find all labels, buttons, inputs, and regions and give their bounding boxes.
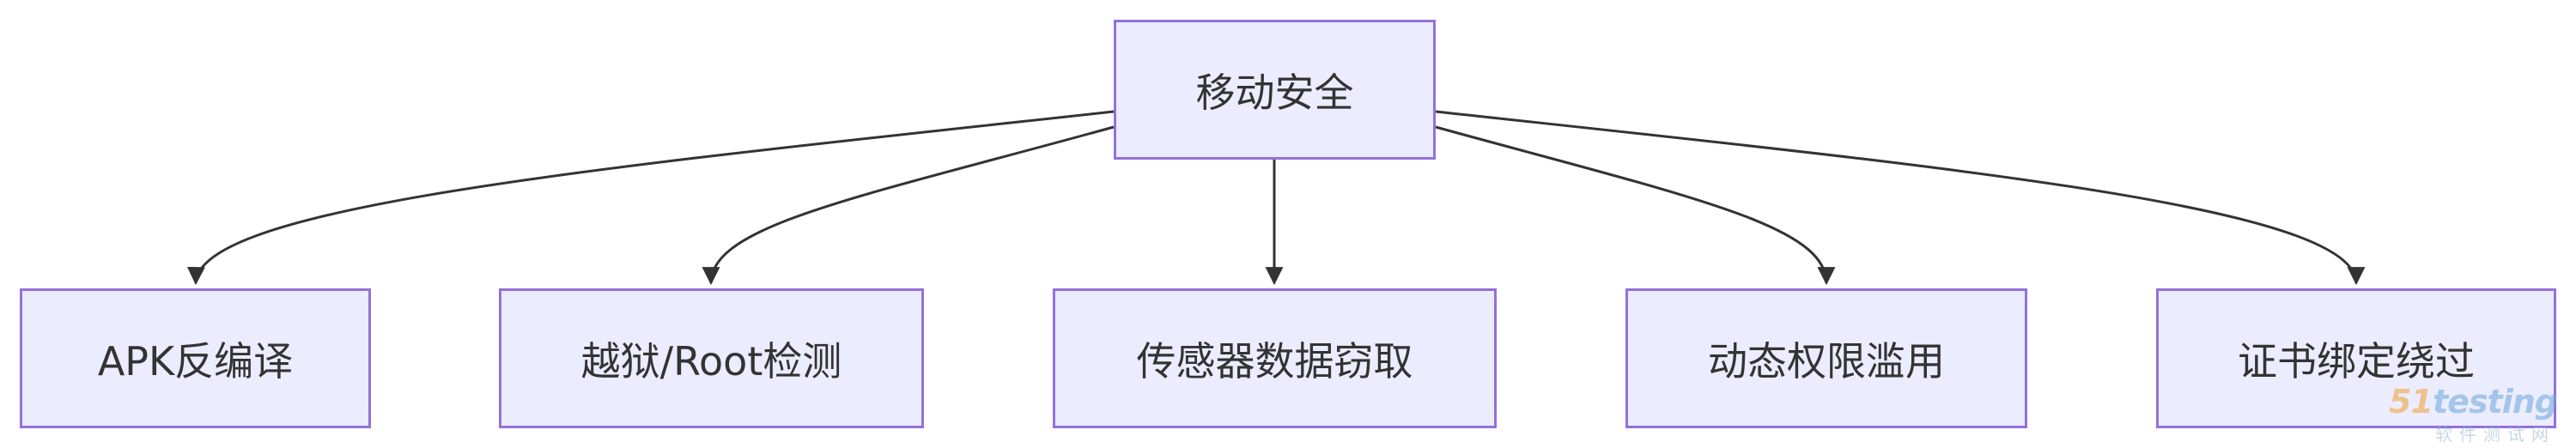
node-dynamic-permission-abuse: 动态权限滥用	[1625, 288, 2027, 428]
node-label: 移动安全	[1195, 69, 1354, 116]
node-jailbreak-root-detection: 越狱/Root检测	[499, 288, 924, 428]
node-apk-decompile: APK反编译	[20, 288, 371, 428]
node-label: 证书绑定绕过	[2238, 337, 2475, 384]
node-label: 越狱/Root检测	[580, 337, 842, 384]
edge-root-to-apk-decompile	[187, 110, 1115, 286]
node-label: 动态权限滥用	[1708, 337, 1945, 384]
node-cert-pinning-bypass: 证书绑定绕过	[2156, 288, 2556, 428]
node-label: APK反编译	[97, 337, 294, 384]
node-sensor-data-theft: 传感器数据窃取	[1053, 288, 1497, 428]
edge-root-to-dynamic-permission-abuse	[1435, 125, 1836, 286]
node-mobile-security: 移动安全	[1114, 20, 1436, 160]
edge-root-to-jailbreak-root-detection	[702, 125, 1115, 286]
edge-root-to-cert-pinning-bypass	[1435, 110, 2366, 286]
node-label: 传感器数据窃取	[1136, 337, 1413, 384]
